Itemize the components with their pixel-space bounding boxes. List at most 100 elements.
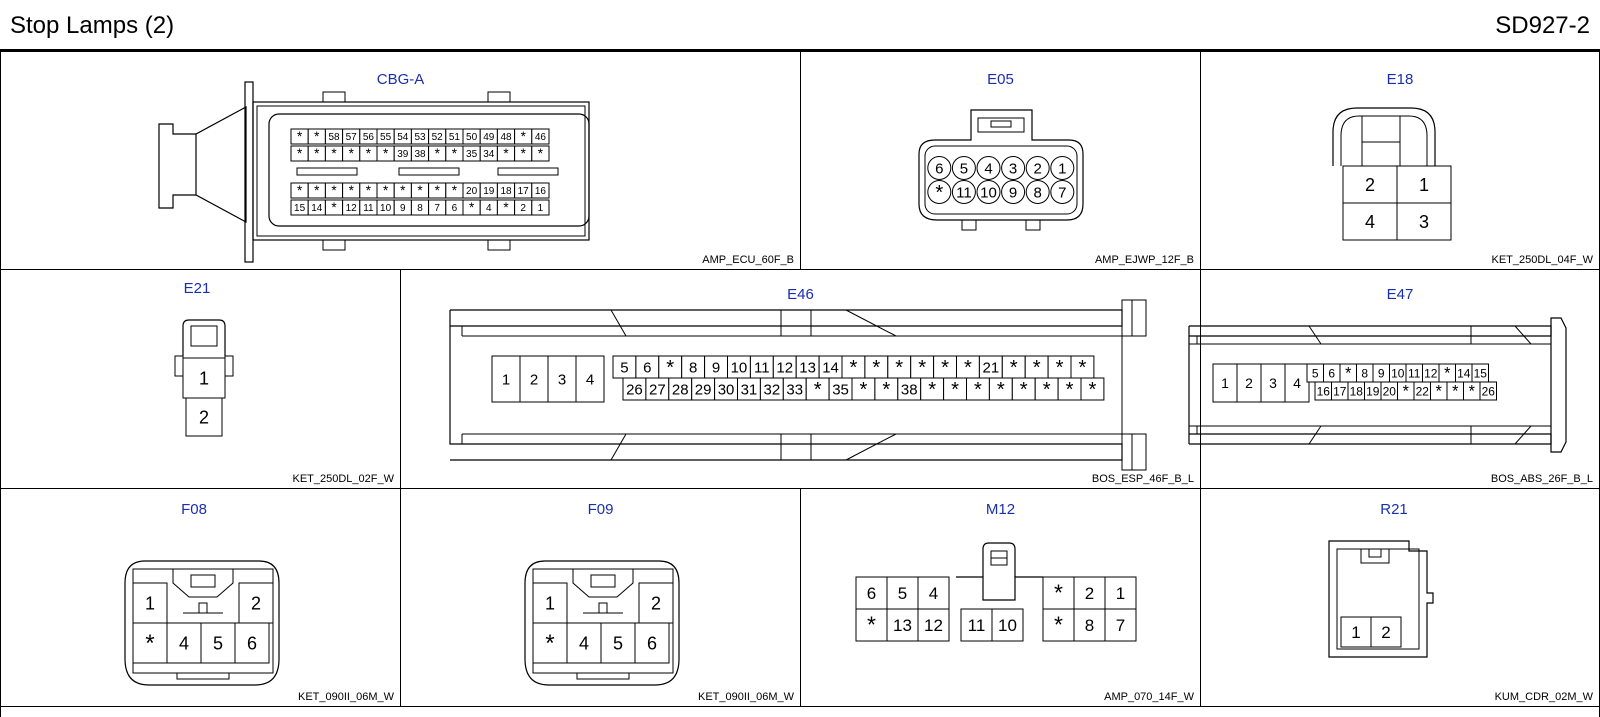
- pin: *: [1070, 355, 1095, 379]
- pin-label: 28: [672, 381, 689, 398]
- pin-label: *: [521, 129, 527, 144]
- pin-label: *: [314, 129, 320, 144]
- pin: 8: [1073, 608, 1106, 642]
- pin-label: 11: [956, 184, 972, 201]
- pin: 1: [1050, 156, 1075, 180]
- pin: 2: [238, 582, 274, 624]
- pin-label: 17: [518, 186, 530, 197]
- pin-label: 11: [1408, 366, 1421, 380]
- pin: 10: [727, 355, 751, 379]
- pin: 2: [1370, 616, 1402, 648]
- pin-label: *: [1452, 382, 1459, 400]
- pin: 53: [410, 128, 430, 145]
- pin-label: 54: [397, 132, 409, 143]
- pin: *: [376, 145, 395, 162]
- pin-label: *: [941, 357, 949, 379]
- pin-label: 8: [417, 203, 423, 214]
- pin: *: [1080, 377, 1105, 401]
- pin: *: [841, 355, 866, 379]
- pin-label: *: [935, 182, 943, 204]
- pin-label: *: [297, 183, 303, 198]
- pin-label: 6: [935, 160, 943, 177]
- pin: 5: [886, 576, 919, 610]
- pin: 17: [514, 182, 533, 199]
- pin-label: *: [314, 146, 320, 161]
- pin: 8: [1025, 180, 1050, 204]
- pin: *: [1438, 363, 1456, 383]
- pin: 11: [960, 608, 993, 642]
- pin: *: [805, 377, 830, 401]
- pin: 1: [182, 357, 226, 399]
- pin-label: *: [814, 379, 822, 401]
- pin-label: 11: [754, 359, 770, 376]
- pin: *: [1463, 381, 1481, 401]
- pin-label: 1: [1058, 160, 1066, 177]
- pin: 18: [496, 182, 516, 199]
- pin-label: *: [850, 357, 858, 379]
- pin: *: [927, 180, 952, 204]
- pin: 35: [462, 145, 481, 162]
- pin: 5: [951, 156, 976, 180]
- pin-label: 13: [893, 616, 912, 635]
- pin-label: 1: [1221, 375, 1229, 391]
- pin: 6: [1323, 363, 1341, 383]
- pin: 2: [519, 355, 549, 403]
- pin: 9: [1372, 363, 1390, 383]
- pin: *: [393, 182, 412, 199]
- pin-label: 4: [486, 203, 492, 214]
- pin: *: [307, 145, 326, 162]
- page-title: Stop Lamps (2): [10, 12, 175, 39]
- pin: 30: [714, 377, 739, 401]
- pin-label: *: [452, 146, 458, 161]
- pin-label: *: [1444, 364, 1451, 382]
- pin: 4: [566, 622, 602, 664]
- pin-label: *: [964, 357, 972, 379]
- pin: *: [1397, 381, 1415, 401]
- pin-label: 33: [786, 381, 803, 398]
- pin-label: *: [1043, 379, 1051, 401]
- connector-name: E46: [787, 286, 814, 303]
- pin: *: [943, 377, 967, 401]
- pin-label: 4: [1365, 212, 1375, 232]
- pin-label: *: [383, 146, 389, 161]
- pin-label: 2: [1245, 375, 1253, 391]
- part-number: BOS_ESP_46F_B_L: [1091, 473, 1194, 485]
- pin: 33: [782, 377, 807, 401]
- pin-label: *: [997, 379, 1005, 401]
- pin: 48: [496, 128, 516, 145]
- pin-label: 7: [1058, 184, 1066, 201]
- pin-label: 4: [1293, 375, 1301, 391]
- pin-label: *: [366, 146, 372, 161]
- pin: 20: [1380, 381, 1398, 401]
- pin: 13: [795, 355, 820, 379]
- pin: 6: [234, 622, 270, 664]
- pin: 11: [359, 199, 378, 216]
- pin: 6: [634, 622, 670, 664]
- pin: 31: [737, 377, 761, 401]
- header: Stop Lamps (2) SD927-2: [0, 0, 1600, 52]
- pin: *: [1034, 377, 1059, 401]
- pin-label: *: [1089, 379, 1097, 401]
- header-rule: [0, 49, 1600, 52]
- pin: *: [874, 377, 899, 401]
- pin-label: 2: [1085, 584, 1094, 603]
- pin-label: *: [1469, 382, 1476, 400]
- pin-label: 14: [311, 203, 323, 214]
- pin: 7: [1104, 608, 1137, 642]
- pin: 27: [645, 377, 670, 401]
- pin-label: *: [1033, 357, 1041, 379]
- pin-label: 52: [432, 132, 444, 143]
- pin-label: 4: [579, 633, 589, 653]
- pin-label: 1: [199, 368, 209, 388]
- pin-label: *: [366, 183, 372, 198]
- pin-label: *: [1020, 379, 1028, 401]
- pin: *: [324, 145, 344, 162]
- pin: *: [359, 182, 378, 199]
- pin: 8: [681, 355, 706, 379]
